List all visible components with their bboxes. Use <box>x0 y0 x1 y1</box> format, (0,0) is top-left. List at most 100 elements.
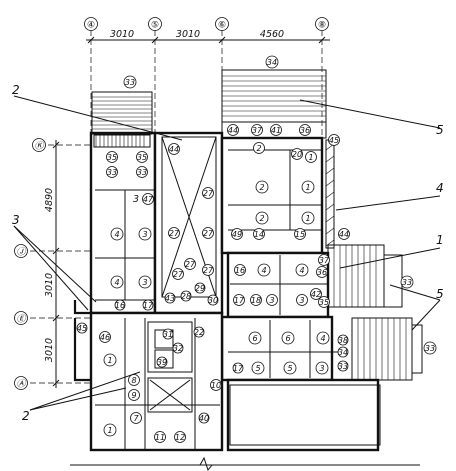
tag-20: 20 <box>292 150 302 159</box>
axis-4-label: ④ <box>87 21 95 31</box>
tag-1b: 1 <box>305 183 310 192</box>
tag-1c: 1 <box>305 214 310 223</box>
tag-2b: 2 <box>259 183 264 192</box>
tag-7: 7 <box>133 414 139 423</box>
tag-1a: 1 <box>308 153 313 162</box>
tag-3e: 3 <box>299 296 304 305</box>
top-dimension-line: 3010 3010 4560 <box>86 29 330 44</box>
tag-2a: 2 <box>256 144 261 153</box>
tag-3c: 3 <box>142 278 147 287</box>
tag-3b: 3 <box>142 230 147 239</box>
top-axis-markers: ④ ⑤ ⑥ ⑧ <box>84 17 329 31</box>
left-axis-markers: Ⓚ Ⓙ Ⓔ Ⓐ <box>14 138 46 390</box>
tag-4b: 4 <box>114 278 119 287</box>
tag-8: 8 <box>131 376 136 385</box>
ground-line <box>70 456 420 471</box>
tag-32: 32 <box>173 344 183 353</box>
tag-14: 14 <box>254 230 264 239</box>
tag-49: 49 <box>232 230 242 239</box>
tag-18: 18 <box>251 296 261 305</box>
tag-12: 12 <box>175 433 185 442</box>
building-walls <box>73 131 380 452</box>
tag-45: 45 <box>329 136 339 145</box>
tag-15b: 46 <box>100 333 110 342</box>
tag-40: 40 <box>199 414 209 423</box>
tag-15: 15 <box>295 230 305 239</box>
tag-37: 37 <box>252 126 263 135</box>
tag-38: 38 <box>338 336 348 345</box>
hatched-wall <box>325 139 335 249</box>
tag-3a: 3 <box>133 194 139 205</box>
tag-2c: 2 <box>259 214 264 223</box>
dim-left-3010-b: 3010 <box>44 338 55 362</box>
tag-27f: 27 <box>185 260 196 269</box>
tag-28: 28 <box>181 292 191 301</box>
room-tags: 33 34 35 35 33 33 3 47 44 44 37 41 36 45… <box>76 55 437 443</box>
dim-top-3010-a: 3010 <box>110 29 134 40</box>
axis-E-label: Ⓔ <box>16 314 27 325</box>
tag-33b: 33 <box>137 168 147 177</box>
tag-17b: 17 <box>143 301 154 310</box>
callout-leaders <box>13 95 441 411</box>
tag-43: 43 <box>165 294 175 303</box>
tag-9: 9 <box>131 391 136 400</box>
tag-27e: 27 <box>203 266 214 275</box>
room-lines <box>95 136 381 450</box>
top-right-stair <box>221 69 327 139</box>
callout-1: 1 <box>436 233 444 247</box>
tag-41: 41 <box>271 126 281 135</box>
tag-35b: 35 <box>137 153 147 162</box>
axis-8-label: ⑧ <box>318 21 326 31</box>
tag-6b: 6 <box>285 334 290 343</box>
tag-44a: 44 <box>169 145 179 154</box>
tag-17a: 17 <box>234 296 245 305</box>
tag-27a: 27 <box>203 189 214 198</box>
tag-16: 16 <box>235 266 245 275</box>
tag-3d: 3 <box>269 296 274 305</box>
tag-44c: 44 <box>339 230 349 239</box>
tag-44b: 44 <box>228 126 238 135</box>
dim-top-4560: 4560 <box>260 29 284 40</box>
tag-47: 47 <box>143 195 154 204</box>
axis-Zh-label: Ⓙ <box>16 247 27 258</box>
callout-4: 4 <box>436 181 444 195</box>
tag-31: 31 <box>163 330 173 339</box>
lower-right-stair <box>351 317 423 381</box>
tag-4a: 4 <box>114 230 119 239</box>
tag-4e: 4 <box>320 334 325 343</box>
tag-30: 30 <box>208 296 218 305</box>
callout-3: 3 <box>12 213 20 227</box>
tag-16b: 16 <box>115 301 125 310</box>
tag-22: 22 <box>194 328 204 337</box>
tag-4d: 4 <box>299 266 304 275</box>
left-dimension-line: 4890 3010 3010 <box>44 140 60 388</box>
tag-33-top: 33 <box>125 78 135 87</box>
tag-36: 36 <box>300 126 310 135</box>
tag-10: 10 <box>211 381 221 390</box>
callout-5-right: 5 <box>436 287 444 301</box>
axis-6-label: ⑥ <box>218 21 226 31</box>
tag-11: 11 <box>155 433 165 442</box>
tag-34b: 34 <box>338 348 348 357</box>
axis-5-label: ⑤ <box>151 21 159 31</box>
tag-39: 39 <box>157 358 167 367</box>
tag-29: 29 <box>195 284 205 293</box>
tag-27d: 27 <box>173 270 184 279</box>
tag-3f: 3 <box>319 364 324 373</box>
callout-2-top: 2 <box>12 83 20 97</box>
tag-34: 34 <box>267 58 277 67</box>
dim-left-4890: 4890 <box>44 188 55 212</box>
tag-42: 42 <box>311 290 321 299</box>
tag-27c: 27 <box>203 229 214 238</box>
dim-left-3010-a: 3010 <box>44 273 55 297</box>
top-left-stair-hatch <box>93 134 151 148</box>
tag-36b: 36 <box>317 268 327 277</box>
tag-5b: 5 <box>287 364 292 373</box>
tag-1e: 1 <box>107 426 112 435</box>
tag-45b: 45 <box>77 324 87 333</box>
tag-5a: 5 <box>255 364 260 373</box>
tag-6a: 6 <box>252 334 257 343</box>
tag-37b: 37 <box>319 256 330 265</box>
tag-33a: 33 <box>107 168 117 177</box>
